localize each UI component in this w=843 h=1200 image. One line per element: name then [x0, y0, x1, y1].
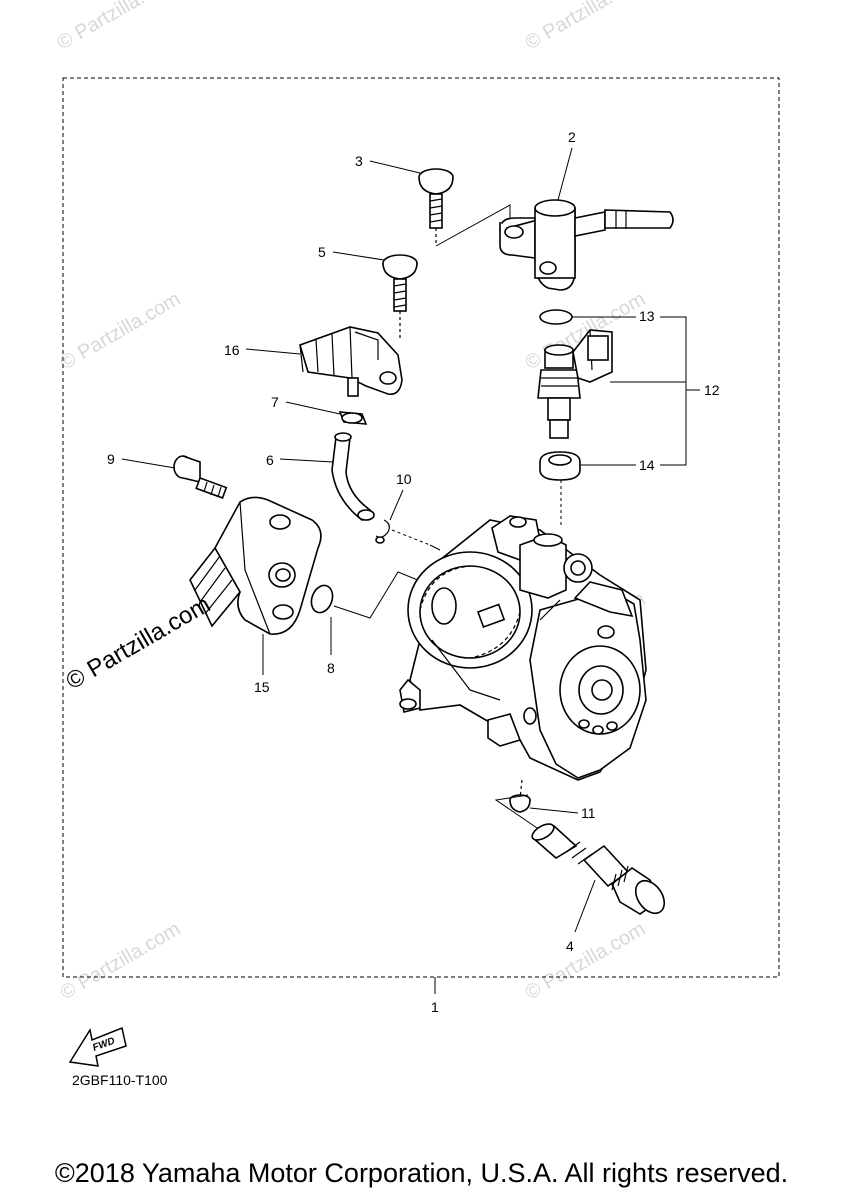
- watermark: © Partzilla.com: [57, 288, 185, 374]
- diagram-code: 2GBF110-T100: [72, 1072, 168, 1088]
- leader-5: [332, 251, 385, 261]
- part-12-injector: [537, 329, 613, 439]
- watermark: © Partzilla.com: [54, 0, 182, 54]
- leader-11: [529, 807, 579, 814]
- watermark-prominent: © Partzilla.com: [62, 591, 216, 695]
- part-15-sensor: [189, 496, 322, 635]
- leader-7: [285, 401, 341, 415]
- callout-4: 4: [566, 938, 574, 954]
- callout-9: 9: [107, 451, 115, 467]
- leader-12-bracket: [660, 316, 687, 466]
- part-3-screw: [418, 168, 454, 246]
- leader-4: [574, 879, 596, 933]
- leader-3-to-2: [435, 204, 511, 247]
- leader-11-to-4: [494, 794, 541, 831]
- leader-9: [121, 458, 176, 469]
- leader-6: [279, 458, 334, 463]
- part-16-sensor: [299, 326, 403, 397]
- watermark: © Partzilla.com: [57, 918, 185, 1004]
- part-4-adjuster: [531, 823, 666, 915]
- footer-copyright: ©2018 Yamaha Motor Corporation, U.S.A. A…: [54, 1158, 789, 1188]
- leader-10-tail: [391, 529, 431, 546]
- callout-2: 2: [568, 129, 576, 145]
- watermark: © Partzilla.com: [522, 0, 650, 54]
- callout-8: 8: [327, 660, 335, 676]
- leader-16: [245, 348, 301, 355]
- part-5-screw: [382, 254, 418, 340]
- callout-13: 13: [639, 308, 655, 324]
- callout-10: 10: [396, 471, 412, 487]
- throttle-body: [399, 515, 647, 781]
- part-10-clip: [375, 519, 390, 544]
- callout-3: 3: [355, 153, 363, 169]
- callout-14: 14: [639, 457, 655, 473]
- part-7-clamp: [338, 411, 368, 425]
- part-14-seal-top: [548, 454, 572, 466]
- part-2-joint: [499, 199, 674, 291]
- callout-12: 12: [704, 382, 720, 398]
- callout-1: 1: [431, 999, 439, 1015]
- leader-8-to-body: [333, 571, 431, 619]
- part-11-screw: [509, 779, 531, 813]
- callout-6: 6: [266, 452, 274, 468]
- watermark: © Partzilla.com: [522, 918, 650, 1004]
- leader-2: [557, 147, 573, 201]
- callout-15: 15: [254, 679, 270, 695]
- part-6-hose: [331, 432, 375, 522]
- callout-16: 16: [224, 342, 240, 358]
- leader-body-tail: [429, 544, 441, 551]
- fwd-arrow-icon: FWD: [68, 1026, 127, 1067]
- part-8-oring: [310, 584, 334, 614]
- assembly-border: [62, 77, 780, 978]
- leader-10: [389, 489, 404, 521]
- callout-5: 5: [318, 244, 326, 260]
- part-9-bolt: [173, 455, 228, 499]
- part-13-oring: [539, 309, 573, 325]
- leader-3: [369, 160, 421, 174]
- callout-7: 7: [271, 394, 279, 410]
- callout-11: 11: [581, 805, 596, 821]
